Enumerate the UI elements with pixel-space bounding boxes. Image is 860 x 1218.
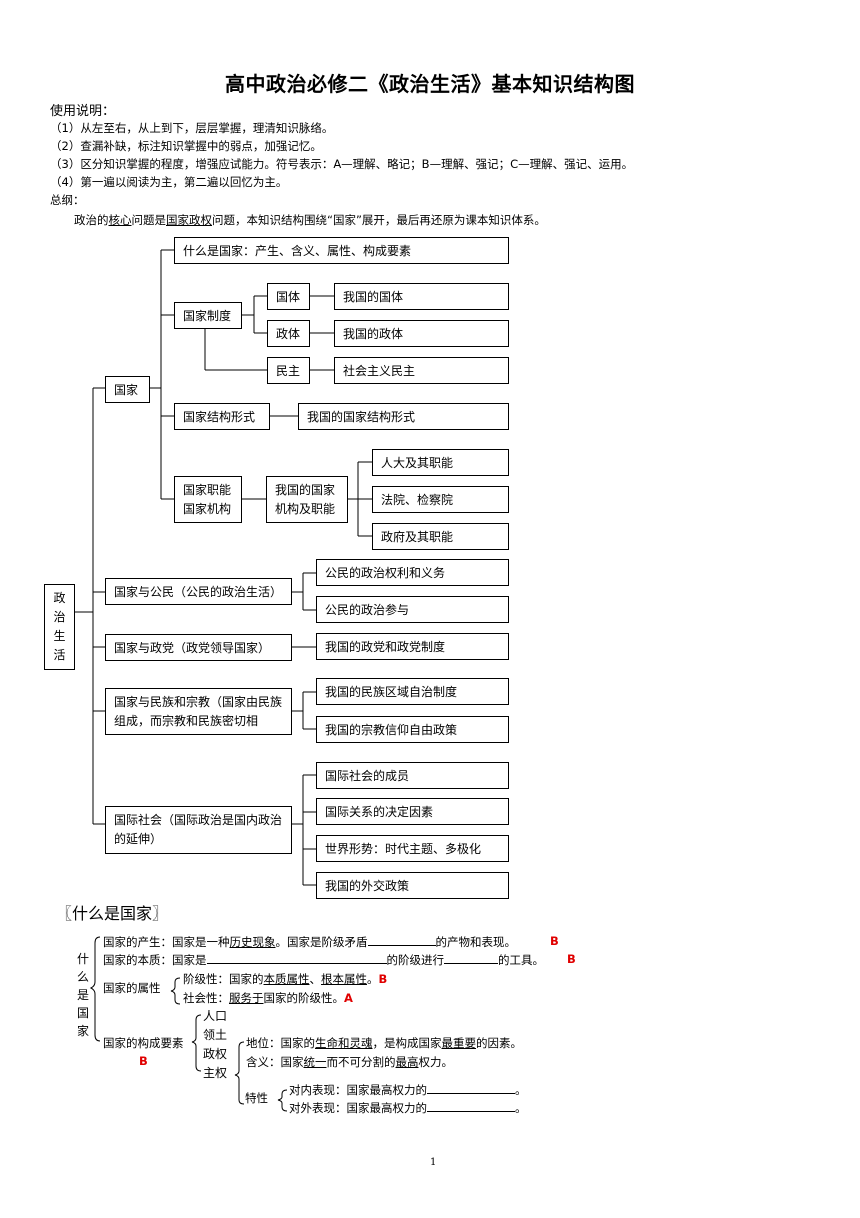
usage-item-3: （3）区分知识掌握的程度，增强应试能力。符号表示：A—理解、略记；B—理解、强记… bbox=[50, 157, 634, 171]
node-guoti-r: 我国的国体 bbox=[334, 283, 509, 310]
node-renda: 人大及其职能 bbox=[372, 449, 509, 476]
yaosu-label: 国家的构成要素 bbox=[103, 1036, 184, 1050]
node-mz2: 我国的宗教信仰自由政策 bbox=[316, 716, 509, 743]
duiwai-line: 对外表现：国家最高权力的。 bbox=[289, 1101, 527, 1115]
mark-b1: B bbox=[550, 934, 559, 948]
root-box: 政治生活 bbox=[44, 584, 75, 670]
node-gm2: 公民的政治参与 bbox=[316, 596, 509, 623]
texing-label: 特性 bbox=[245, 1091, 268, 1105]
usage-item-1: （1）从左至右，从上到下，层层掌握，理清知识脉络。 bbox=[50, 121, 334, 135]
section-heading: 〖什么是国家〗 bbox=[56, 904, 169, 923]
node-gj4: 我国的外交政策 bbox=[316, 872, 509, 899]
node-zhengti: 政体 bbox=[267, 320, 310, 347]
node-guojia: 国家 bbox=[105, 376, 150, 403]
node-fayuan: 法院、检察院 bbox=[372, 486, 509, 513]
node-zhengdang: 国家与政党（政党领导国家） bbox=[105, 634, 292, 661]
node-zd1: 我国的政党和政党制度 bbox=[316, 633, 509, 660]
usage-heading: 使用说明： bbox=[50, 104, 116, 119]
node-zhidu: 国家制度 bbox=[174, 302, 242, 329]
node-gj3: 世界形势：时代主题、多极化 bbox=[316, 835, 509, 862]
outline-text: 政治的核心问题是国家政权问题，本知识结构围绕“国家”展开，最后再还原为课本知识体… bbox=[74, 213, 546, 227]
node-zhengfu: 政府及其职能 bbox=[372, 523, 509, 550]
node-gj1: 国际社会的成员 bbox=[316, 762, 509, 789]
usage-item-2: （2）查漏补缺，标注知识掌握中的弱点，加强记忆。 bbox=[50, 139, 322, 153]
chansheng-line: 国家的产生：国家是一种历史现象。国家是阶级矛盾的产物和表现。 bbox=[103, 935, 516, 949]
outline-heading: 总纲： bbox=[50, 193, 85, 207]
usage-item-4: （4）第一遍以阅读为主，第二遍以回忆为主。 bbox=[50, 175, 288, 189]
section-side-label: 什么是国家 bbox=[77, 952, 90, 1038]
node-gongmin: 国家与公民（公民的政治生活） bbox=[105, 578, 292, 605]
mark-b2: B bbox=[567, 952, 576, 966]
node-minzhu-r: 社会主义民主 bbox=[334, 357, 509, 384]
node-jiegou: 国家结构形式 bbox=[174, 403, 270, 430]
node-zhineng: 国家职能国家机构 bbox=[174, 476, 242, 523]
jiejixing-line: 阶级性：国家的本质属性、根本属性。B bbox=[183, 972, 388, 986]
elements-list: 人口领土政权主权 bbox=[203, 1009, 228, 1080]
node-minzu: 国家与民族和宗教（国家由民族组成，而宗教和民族密切相 bbox=[105, 688, 292, 735]
node-gj2: 国际关系的决定因素 bbox=[316, 798, 509, 825]
page-title: 高中政治必修二《政治生活》基本知识结构图 bbox=[225, 72, 635, 96]
duinei-line: 对内表现：国家最高权力的。 bbox=[289, 1083, 527, 1097]
node-mz1: 我国的民族区域自治制度 bbox=[316, 678, 509, 705]
node-jigou: 我国的国家机构及职能 bbox=[266, 476, 348, 523]
hanyi-line: 含义：国家统一而不可分割的最高权力。 bbox=[246, 1055, 453, 1069]
node-gm1: 公民的政治权利和义务 bbox=[316, 559, 509, 586]
node-guoji: 国际社会（国际政治是国内政治的延伸） bbox=[105, 806, 292, 854]
node-guoti: 国体 bbox=[267, 283, 310, 310]
node-zhengti-r: 我国的政体 bbox=[334, 320, 509, 347]
node-minzhu: 民主 bbox=[267, 357, 310, 384]
shuxing-label: 国家的属性 bbox=[103, 981, 161, 995]
node-jiegou-r: 我国的国家结构形式 bbox=[298, 403, 509, 430]
diwei-line: 地位：国家的生命和灵魂，是构成国家最重要的因素。 bbox=[246, 1036, 522, 1050]
benzhi-line: 国家的本质：国家是的阶级进行的工具。 bbox=[103, 953, 544, 967]
mark-b4: B bbox=[139, 1054, 148, 1068]
node-what: 什么是国家：产生、含义、属性、构成要素 bbox=[174, 237, 509, 264]
shehuixing-line: 社会性：服务于国家的阶级性。A bbox=[183, 991, 353, 1005]
page-number: 1 bbox=[430, 1157, 437, 1168]
